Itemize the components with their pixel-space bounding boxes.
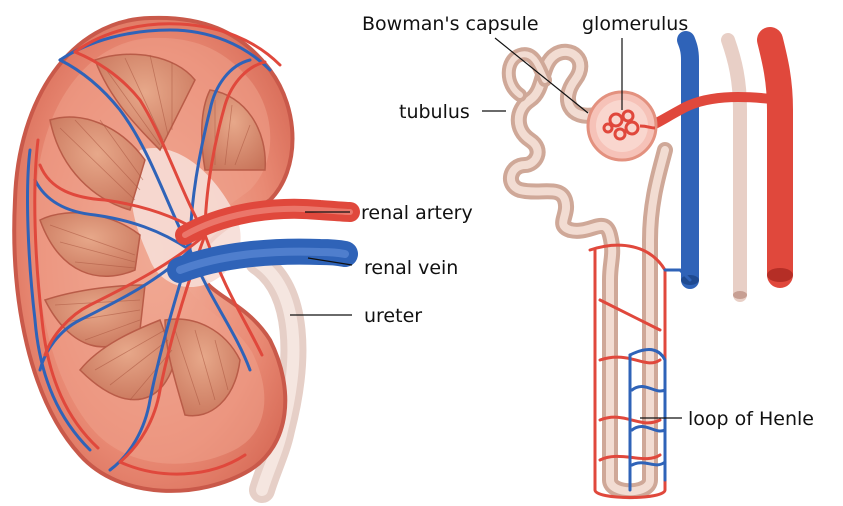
nephron-artery bbox=[770, 40, 780, 275]
kidney-cross-section bbox=[14, 18, 350, 491]
label-glomerulus: glomerulus bbox=[582, 13, 688, 35]
label-tubulus: tubulus bbox=[399, 101, 470, 123]
label-bowmans-capsule: Bowman's capsule bbox=[362, 13, 539, 35]
label-ureter: ureter bbox=[364, 305, 422, 327]
label-renal-artery: renal artery bbox=[361, 202, 473, 224]
label-renal-vein: renal vein bbox=[364, 257, 458, 279]
label-loop-of-henle: loop of Henle bbox=[688, 408, 814, 430]
nephron-vein bbox=[686, 40, 690, 280]
